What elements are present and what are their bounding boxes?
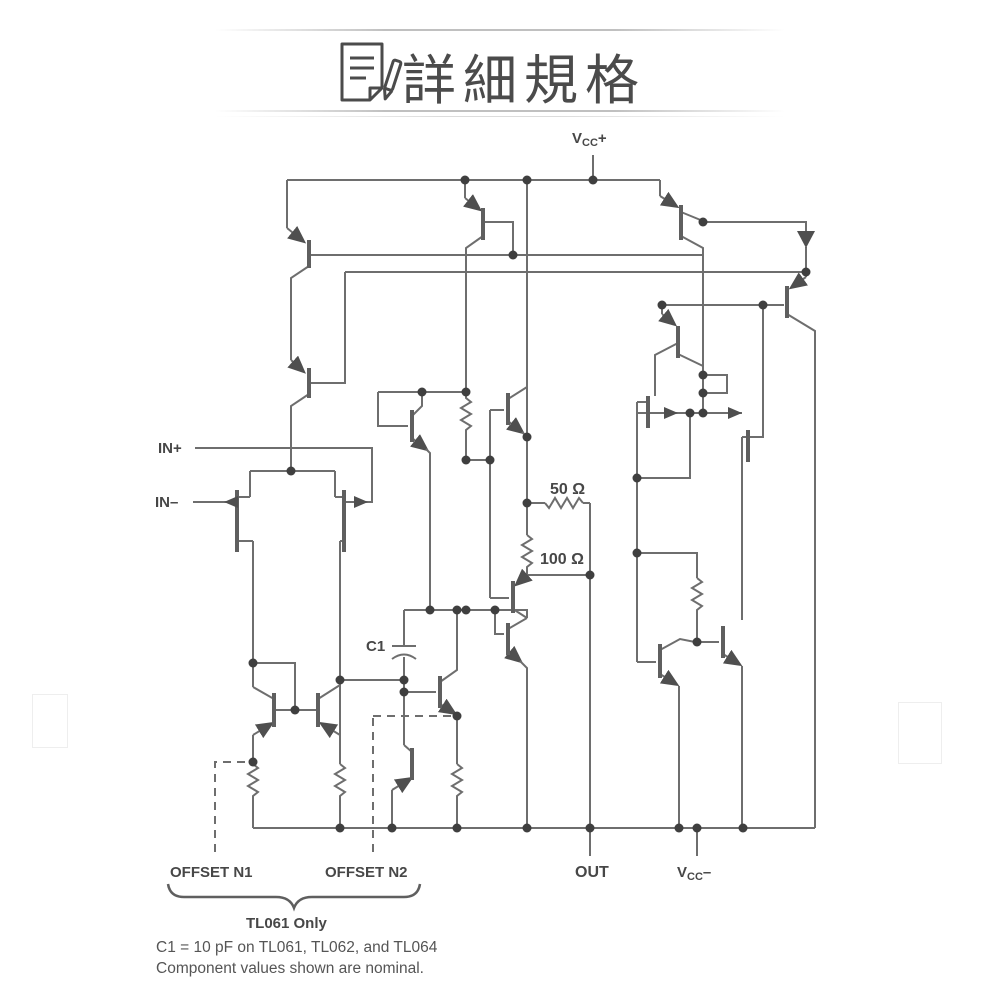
junction-dots [248, 175, 811, 833]
schematic-wires [193, 155, 816, 856]
banner-bottom-rule [215, 110, 785, 112]
watermark-right [898, 702, 942, 764]
note-c1-value: C1 = 10 pF on TL061, TL062, and TL064 [156, 939, 438, 956]
vcc-plus-label: VCC+ [572, 130, 607, 149]
tl061-brace [166, 883, 422, 912]
page-title: 詳細規格 [402, 51, 646, 111]
offset-n2-label: OFFSET N2 [325, 864, 408, 881]
note-nominal: Component values shown are nominal. [156, 960, 424, 977]
in-minus-gate-arrow-icon [224, 496, 238, 508]
resistor-100-label: 100 Ω [540, 551, 584, 568]
in-minus-label: IN– [155, 494, 179, 511]
banner-top-rule [215, 29, 785, 31]
document-pen-icon [340, 42, 403, 102]
diode-icon [797, 231, 815, 248]
out-label: OUT [575, 864, 609, 881]
transistor-bars [235, 205, 789, 780]
in-plus-label: IN+ [158, 440, 182, 457]
bias-arrow-right-icon [728, 407, 742, 419]
tl061-only-label: TL061 Only [246, 915, 327, 932]
vcc-minus-label: VCC– [677, 864, 712, 883]
offset-n1-label: OFFSET N1 [170, 864, 253, 881]
in-plus-gate-arrow-icon [354, 496, 368, 508]
bias-arrow-left-icon [664, 407, 678, 419]
resistor-50-label: 50 Ω [550, 481, 586, 498]
watermark-left [32, 694, 68, 748]
offset-dashed-wires [214, 715, 452, 852]
c1-label: C1 [366, 638, 386, 655]
diode-and-arrows [224, 231, 815, 508]
banner-bottom-rule-shadow [215, 116, 785, 117]
